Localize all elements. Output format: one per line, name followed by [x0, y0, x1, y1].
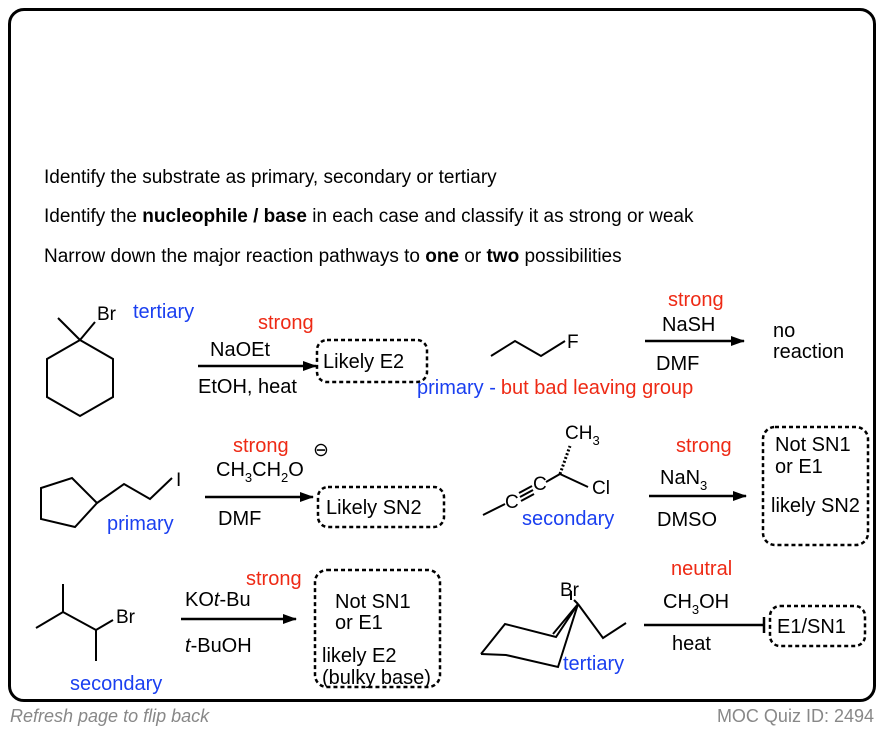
reagent-label: NaOEt	[210, 339, 270, 361]
molecule-bromomethylbutane	[35, 584, 114, 661]
substrate-class-label: tertiary	[133, 301, 194, 323]
instruction-line-3: Narrow down the major reaction pathways …	[44, 246, 622, 267]
refresh-hint[interactable]: Refresh page to flip back	[10, 706, 210, 726]
molecule-chloropentyne	[482, 445, 589, 516]
outcome-box	[316, 485, 446, 529]
outcome-label: Not SN1	[775, 434, 851, 456]
atom-ch3: CH3	[565, 423, 600, 448]
reagent-label: CH3CH2O	[216, 459, 304, 485]
outcome-label: no	[773, 320, 795, 342]
outcome-label: or E1	[335, 612, 383, 634]
strength-label: strong	[676, 435, 732, 457]
atom-br: Br	[97, 304, 117, 325]
substrate-class-label: tertiary	[563, 653, 624, 675]
strength-label: strong	[258, 312, 314, 334]
outcome-box	[313, 568, 442, 689]
atom-br: Br	[116, 607, 136, 628]
atom-c: C	[505, 492, 519, 513]
conditions-label: DMF	[218, 508, 261, 530]
atom-br: Br	[560, 580, 580, 601]
reagent-label: CH3OH	[663, 591, 729, 617]
outcome-label: E1/SN1	[777, 616, 846, 638]
strength-label: strong	[233, 435, 289, 457]
atom-c: C	[533, 474, 547, 495]
outcome-label: Likely E2	[323, 351, 404, 373]
molecule-iodoethylcyclopentane	[40, 476, 173, 529]
conditions-label: DMSO	[657, 509, 717, 531]
reagent-label: NaSH	[662, 314, 715, 336]
strength-label: neutral	[671, 558, 732, 580]
conditions-label: DMF	[656, 353, 699, 375]
atom-f: F	[567, 332, 579, 353]
conditions-label: t-BuOH	[185, 635, 252, 657]
outcome-box	[315, 338, 429, 384]
atom-cl: Cl	[592, 478, 610, 499]
conditions-label: heat	[672, 633, 711, 655]
substrate-class-label: primary -but bad leaving group	[417, 377, 693, 399]
outcome-label: (bulky base)	[322, 667, 431, 689]
strength-label: strong	[246, 568, 302, 590]
outcome-label: Likely SN2	[326, 497, 422, 519]
molecule-bromoethylcyclohexane-chair	[480, 591, 627, 669]
outcome-box	[761, 425, 870, 547]
quiz-id: MOC Quiz ID: 2494	[716, 706, 874, 726]
outcome-box	[768, 604, 867, 648]
outcome-label: likely E2	[322, 645, 396, 667]
outcome-label: likely SN2	[771, 495, 860, 517]
quiz-card	[8, 8, 876, 702]
molecule-fluoropropane	[490, 339, 566, 358]
substrate-class-label: secondary	[522, 508, 614, 530]
outcome-label: reaction	[773, 341, 844, 363]
outcome-label: Not SN1	[335, 591, 411, 613]
substrate-class-label: secondary	[70, 673, 162, 695]
molecule-bromomethylcyclohexane	[46, 317, 114, 418]
instruction-line-2: Identify the nucleophile / base in each …	[44, 206, 694, 227]
substrate-class-label: primary	[107, 513, 174, 535]
reagent-label: KOt-Bu	[185, 589, 251, 611]
strength-label: strong	[668, 289, 724, 311]
instruction-line-1: Identify the substrate as primary, secon…	[44, 167, 497, 188]
outcome-label: or E1	[775, 456, 823, 478]
atom-i: I	[176, 470, 181, 491]
negative-charge-icon: ⊖	[313, 440, 329, 461]
conditions-label: EtOH, heat	[198, 376, 297, 398]
reagent-label: NaN3	[660, 467, 707, 493]
